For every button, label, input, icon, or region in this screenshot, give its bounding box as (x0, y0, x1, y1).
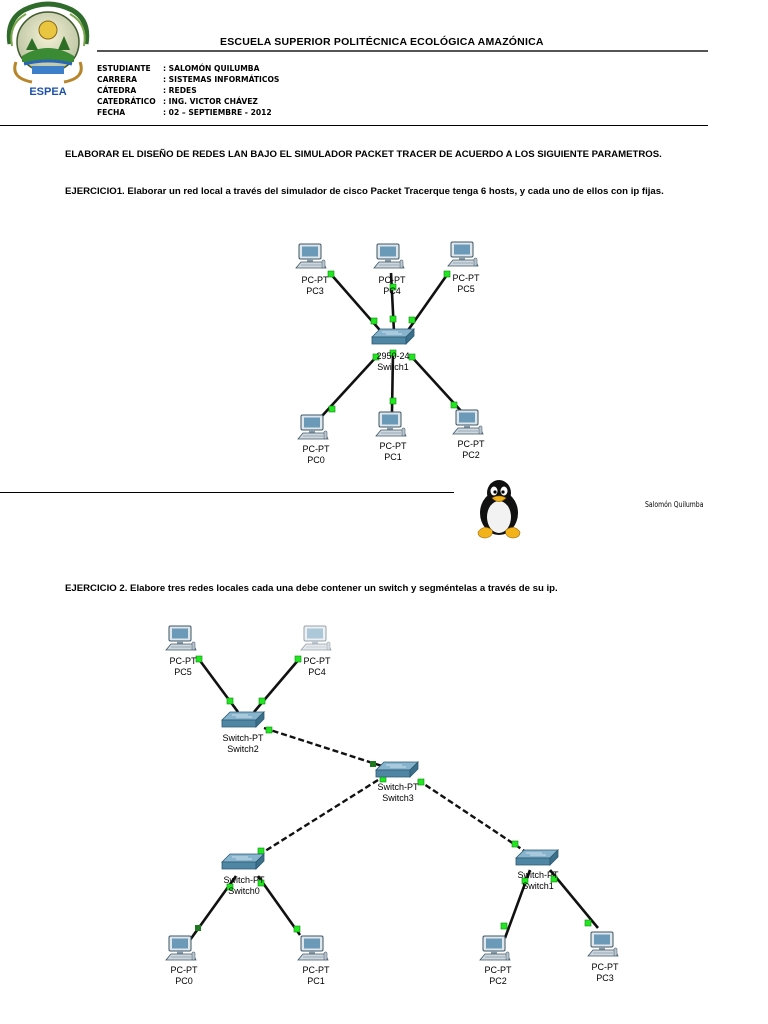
exercise1-text: EJERCICIO1. Elaborar un red local a trav… (65, 186, 664, 197)
pc5-name: PC5 (174, 667, 192, 677)
switch2-name: Switch2 (227, 744, 259, 754)
link-switch0-pc1 (256, 875, 302, 936)
pc2-icon (479, 935, 511, 961)
switch1-icon (515, 849, 559, 866)
link-light (327, 270, 335, 278)
pc4-icon (300, 625, 332, 651)
pc0-type: PC-PT (303, 444, 331, 454)
link-light (293, 925, 301, 933)
link-light (443, 270, 451, 278)
logo-text: ESPEA (29, 86, 66, 98)
switch2-icon (221, 711, 265, 728)
pc1-type: PC-PT (303, 965, 331, 975)
pc4-type: PC-PT (379, 275, 407, 285)
student-info: ESTUDIANTE: SALOMÓN QUILUMBA CARRERA: SI… (97, 63, 279, 118)
link-light (370, 317, 378, 325)
pc1-icon (297, 935, 329, 961)
link-switch1-pc3 (548, 869, 600, 929)
pc1-type: PC-PT (380, 441, 408, 451)
link-light (417, 778, 425, 786)
link-light (389, 283, 397, 291)
link-light (521, 877, 529, 885)
link-pc5-switch1 (402, 271, 451, 337)
link-light (550, 875, 558, 883)
link-light (226, 697, 234, 705)
switch3-type: Switch-PT (377, 782, 419, 792)
info-row-date: FECHA: 02 – SEPTIEMBRE - 2012 (97, 108, 272, 117)
info-row-career: CARRERA: SISTEMAS INFORMÁTICOS (97, 75, 280, 84)
pc5-type: PC-PT (453, 273, 481, 283)
header-rule (97, 50, 708, 52)
school-title: ESCUELA SUPERIOR POLITÉCNICA ECOLÓGICA A… (220, 36, 544, 48)
pc4-name: PC4 (308, 667, 326, 677)
pc2-type: PC-PT (485, 965, 513, 975)
switch0-type: Switch-PT (223, 875, 265, 885)
pc3-icon (587, 931, 619, 957)
school-logo: ESPEA (6, 1, 90, 98)
link-switch3-switch0 (253, 778, 379, 860)
link-light (584, 919, 592, 927)
switch0-name: Switch0 (228, 886, 260, 896)
link-light (511, 840, 519, 848)
link-light (450, 401, 458, 409)
switch1-name: Switch1 (522, 881, 554, 891)
switch1-type: Switch-PT (517, 870, 559, 880)
switch1-name: Switch1 (377, 362, 409, 372)
signature: Salomón Quilumba (645, 500, 704, 509)
link-light (389, 315, 397, 323)
info-row-student: ESTUDIANTE: SALOMÓN QUILUMBA (97, 64, 260, 73)
link-switch2-switch3 (263, 726, 383, 768)
pc3-type: PC-PT (592, 962, 620, 972)
header-bottom-rule (0, 125, 708, 126)
link-light (257, 879, 265, 887)
pc1-name: PC1 (307, 976, 325, 986)
link-light (294, 655, 302, 663)
pc0-icon (165, 935, 197, 961)
link-light (226, 883, 234, 891)
link-light (265, 726, 273, 734)
link-pc3-switch1 (328, 271, 386, 337)
link-light (408, 353, 416, 361)
pc0-type: PC-PT (171, 965, 199, 975)
pc0-name: PC0 (307, 455, 325, 465)
info-row-course: CÁTEDRA: REDES (97, 86, 197, 95)
link-light (389, 349, 397, 357)
link-light (389, 397, 397, 405)
pc1-name: PC1 (384, 452, 402, 462)
pc2-name: PC2 (489, 976, 507, 986)
exercise2-text: EJERCICIO 2. Elabore tres redes locales … (65, 583, 558, 594)
switch3-name: Switch3 (382, 793, 414, 803)
switch0-icon (221, 853, 265, 870)
pc3-name: PC3 (306, 286, 324, 296)
switch3-icon (375, 761, 419, 778)
pc2-name: PC2 (462, 450, 480, 460)
pc5-type: PC-PT (170, 656, 198, 666)
pc0-name: PC0 (175, 976, 193, 986)
pc2-type: PC-PT (458, 439, 486, 449)
link-light (195, 655, 203, 663)
pc4-name: PC4 (383, 286, 401, 296)
link-light-amber (370, 761, 376, 767)
switch2-type: Switch-PT (222, 733, 264, 743)
link-light-amber (195, 925, 201, 931)
link-light (328, 405, 336, 413)
link-light (500, 922, 508, 930)
intro-text: ELABORAR EL DISEÑO DE REDES LAN BAJO EL … (65, 149, 662, 160)
link-switch3-switch1 (417, 779, 527, 853)
link-light (257, 847, 265, 855)
link-light (408, 316, 416, 324)
info-row-teacher: CATEDRÁTICO: ING. VICTOR CHÁVEZ (97, 97, 258, 106)
pc4-type: PC-PT (304, 656, 332, 666)
link-light (372, 353, 380, 361)
link-light (258, 697, 266, 705)
pc5-name: PC5 (457, 284, 475, 294)
pc3-type: PC-PT (302, 275, 330, 285)
pc3-name: PC3 (596, 973, 614, 983)
switch1-type: 2950-24 (376, 351, 409, 361)
tux-penguin-icon (477, 480, 521, 539)
pc5-icon (165, 625, 197, 651)
